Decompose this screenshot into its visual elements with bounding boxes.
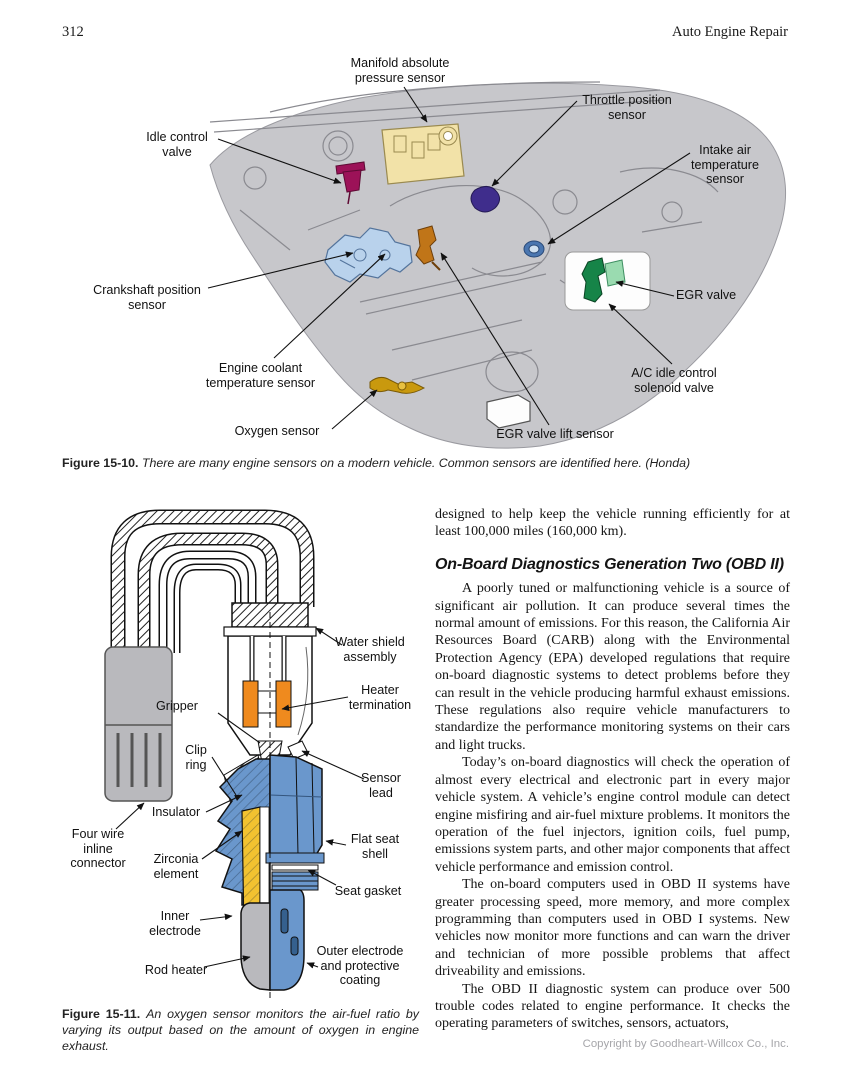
label-intake-air: Intake air temperature sensor — [691, 143, 759, 187]
oxygen-sensor-illustration — [104, 509, 365, 1002]
label-egr-lift: EGR valve lift sensor — [496, 427, 614, 441]
figure-15-10-caption: Figure 15-10. There are many engine sens… — [62, 456, 782, 472]
running-head: Auto Engine Repair — [672, 24, 788, 40]
intake-air-temp-sensor-part — [523, 240, 545, 258]
label-clip-ring: Clip ring — [185, 743, 207, 772]
sensor-lower-body — [214, 612, 325, 1002]
figure-15-11: Water shield assembly Heater termination… — [60, 497, 420, 1005]
leader-lines — [207, 86, 691, 430]
label-throttle: Throttle position sensor — [582, 93, 672, 122]
label-oxygen: Oxygen sensor — [234, 424, 320, 438]
section-heading: On-Board Diagnostics Generation Two (OBD… — [435, 555, 784, 573]
crankshaft-sensor-part — [324, 227, 413, 283]
inline-connector — [104, 646, 173, 802]
article-column: designed to help keep the vehicle runnin… — [435, 506, 790, 1033]
label-insulator: Insulator — [151, 805, 201, 819]
copyright-notice: Copyright by Goodheart-Willcox Co., Inc. — [582, 1038, 789, 1050]
label-water-shield: Water shield assembly — [335, 635, 405, 664]
map-sensor-part — [381, 123, 465, 185]
idle-control-valve-part — [335, 161, 366, 205]
label-engine-coolant: Engine coolant temperature sensor — [205, 361, 316, 390]
paragraph: The on-board computers used in OBD II sy… — [435, 877, 790, 980]
label-egr-valve: EGR valve — [676, 288, 737, 302]
label-sensor-lead: Sensor lead — [361, 771, 401, 800]
figure-15-10: Manifold absolute pressure sensor Idle c… — [60, 50, 820, 452]
caption-15-10-label: Figure 15-10. — [62, 456, 139, 470]
label-inner-electrode: Inner electrode — [149, 909, 201, 938]
egr-lift-sensor-part — [415, 225, 441, 271]
label-ac-idle: A/C idle control solenoid valve — [631, 366, 717, 395]
leader-lines-sensor — [115, 627, 365, 969]
label-heater-termination: Heater termination — [348, 683, 412, 712]
label-rod-heater: Rod heater — [144, 963, 208, 977]
paragraph: Today’s on-board diagnostics will check … — [435, 755, 790, 875]
label-outer-electrode: Outer electrode and protective coating — [316, 944, 404, 988]
paragraph-continued: designed to help keep the vehicle runnin… — [435, 507, 790, 540]
label-map-sensor: Manifold absolute pressure sensor — [350, 56, 450, 85]
label-four-wire: Four wire inline connector — [70, 827, 126, 871]
label-seat-gasket: Seat gasket — [334, 884, 402, 898]
label-zirconia: Zirconia element — [153, 852, 199, 881]
page-number: 312 — [62, 24, 84, 40]
caption-15-11-label: Figure 15-11. — [62, 1007, 141, 1021]
egr-valve-part — [564, 251, 651, 311]
caption-15-10-text: There are many engine sensors on a moder… — [141, 456, 691, 470]
engine-illustration — [207, 81, 786, 449]
paragraph: The OBD II diagnostic system can produce… — [435, 981, 790, 1032]
figure-15-11-caption: Figure 15-11. An oxygen sensor monitors … — [62, 1007, 419, 1055]
label-crankshaft: Crankshaft position sensor — [93, 283, 201, 312]
label-flat-seat: Flat seat shell — [350, 832, 400, 861]
oxygen-sensor-part — [369, 376, 426, 394]
caption-15-11-text: An oxygen sensor monitors the air-fuel r… — [62, 1007, 419, 1053]
wire-conduit — [110, 509, 315, 653]
label-gripper: Gripper — [156, 699, 198, 713]
label-idle-control: Idle control valve — [146, 130, 208, 159]
paragraph: A poorly tuned or malfunctioning vehicle… — [435, 581, 791, 753]
throttle-position-sensor-part — [470, 186, 501, 213]
